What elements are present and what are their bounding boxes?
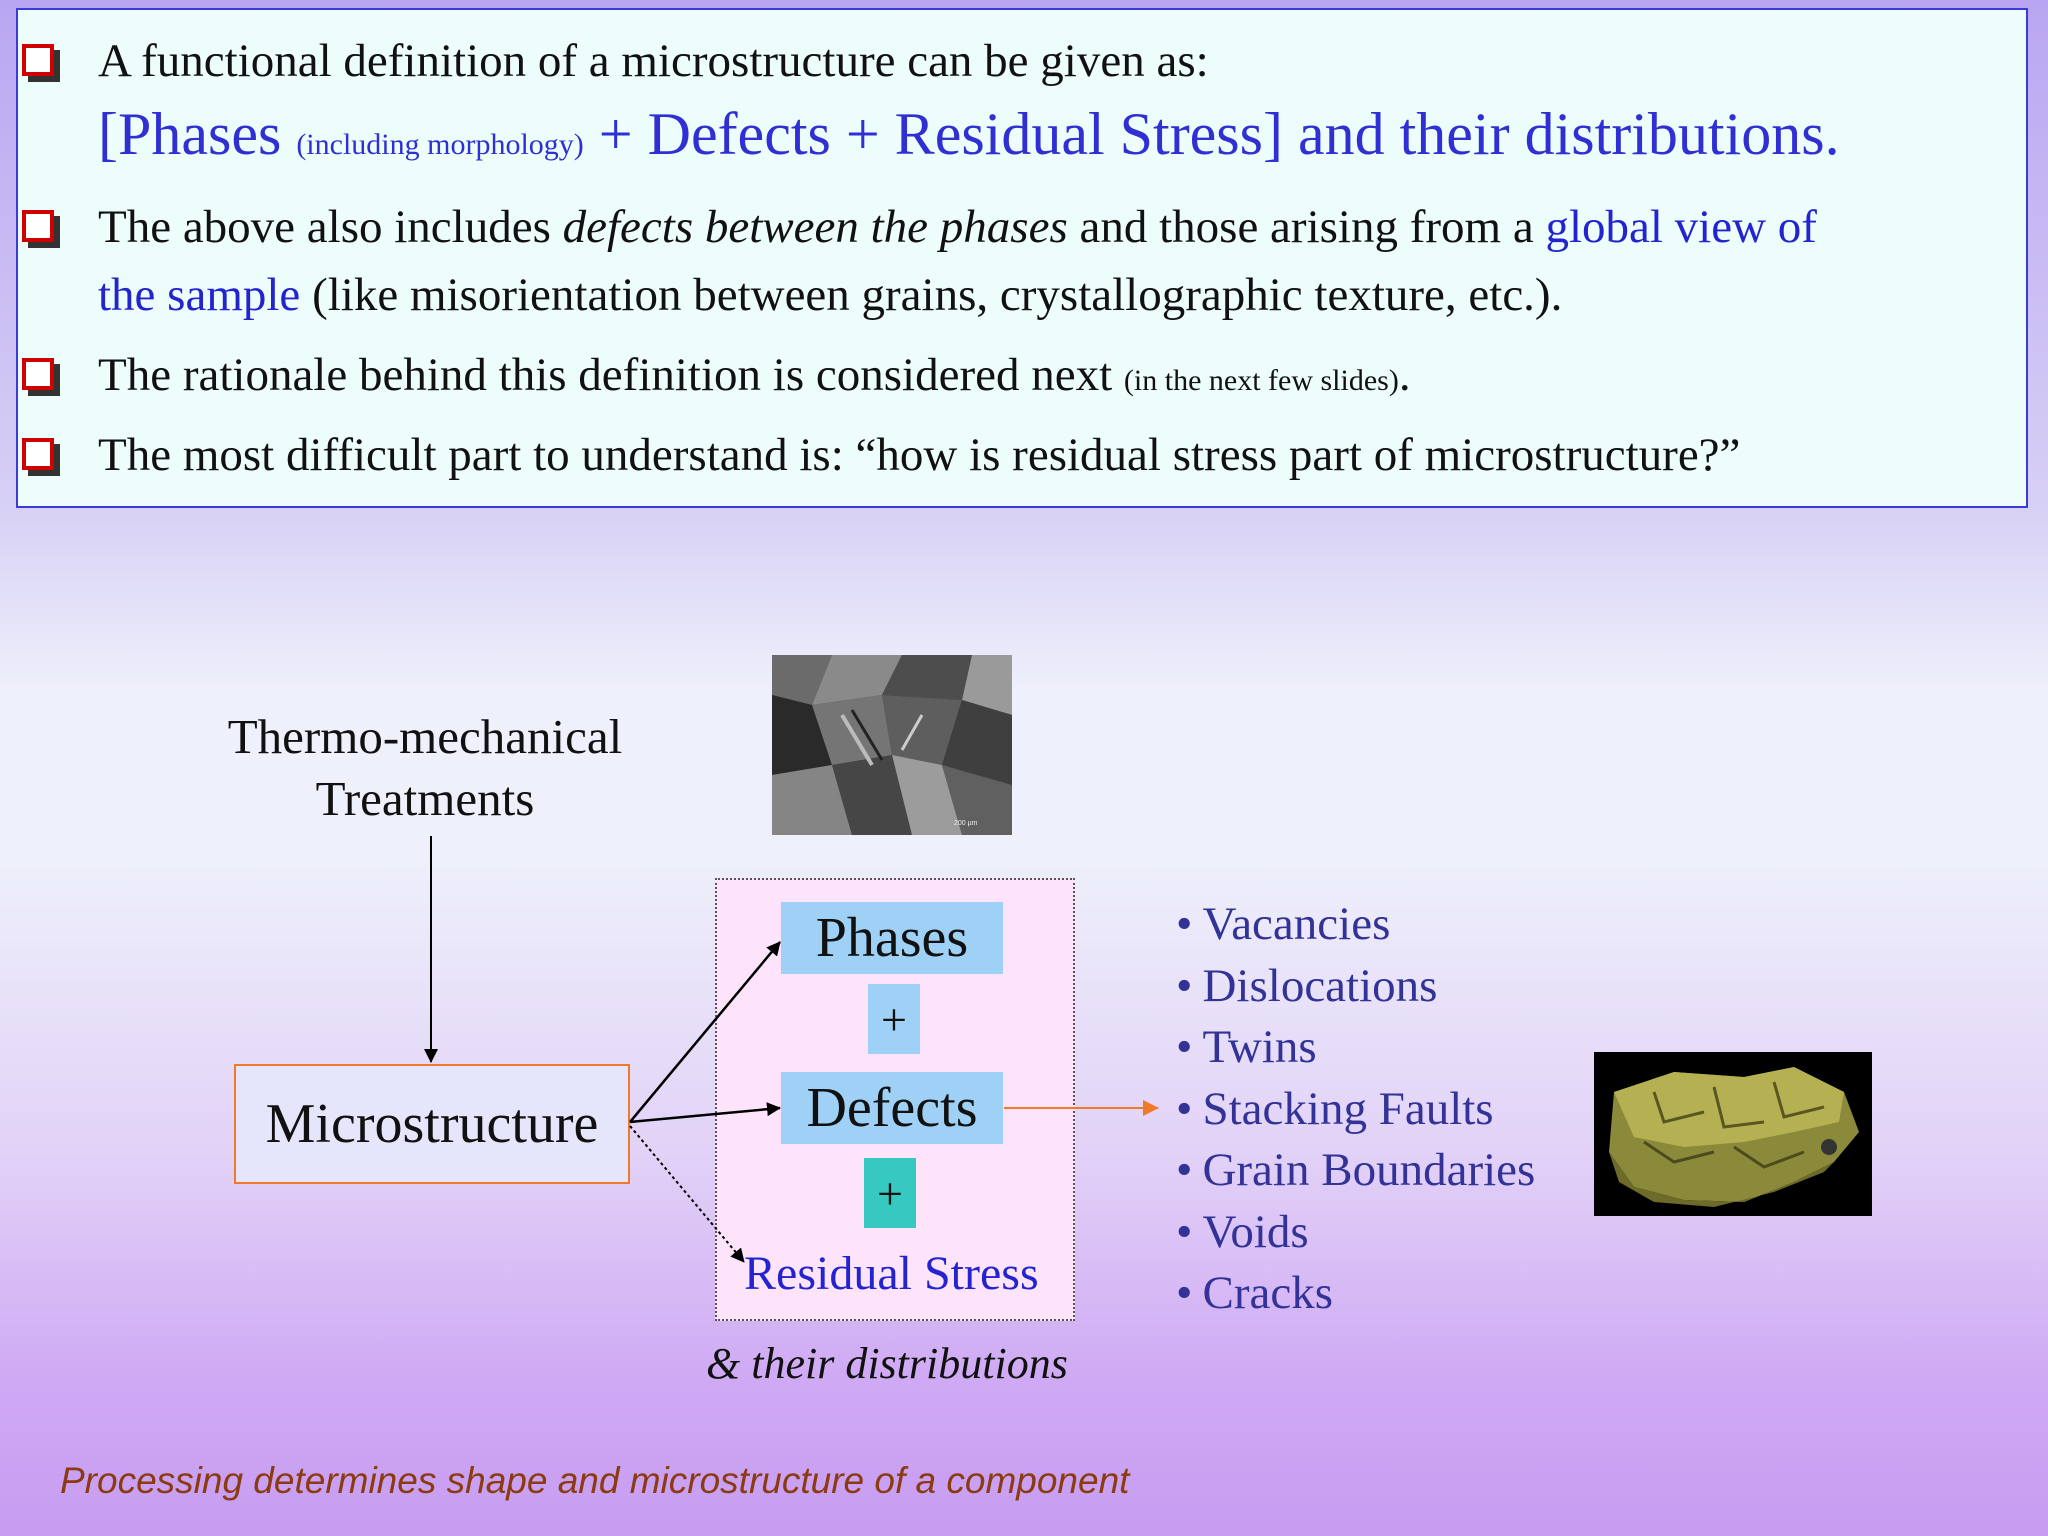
grain-micrograph-image: 200 µm [772, 655, 1012, 835]
bullet4-text: The most difficult part to understand is… [98, 429, 1741, 481]
arrow-to-residual-stress [629, 1125, 745, 1263]
bullet2-line1: The above also includes defects between … [98, 201, 1817, 253]
thermo-mechanical-label: Thermo-mechanical Treatments [227, 709, 623, 826]
bullet-checkbox-icon [22, 358, 54, 390]
list-item: •Twins [1176, 1021, 1317, 1073]
bullet1-text: A functional definition of a microstruct… [98, 35, 1209, 87]
bullet-checkbox-icon [22, 438, 54, 470]
bullet-checkbox-icon [22, 210, 54, 242]
plus-sign: + [864, 1158, 916, 1228]
defect-types-list: •Vacancies •Dislocations •Twins •Stackin… [1176, 894, 1535, 1325]
phases-box: Phases [781, 902, 1003, 974]
definition-box [16, 8, 2028, 508]
sample-3d-render-image [1594, 1052, 1872, 1216]
plus-sign: + [868, 984, 920, 1054]
list-item: •Stacking Faults [1176, 1082, 1494, 1135]
residual-stress-label: Residual Stress [744, 1247, 1039, 1300]
bullet-checkbox-icon [22, 44, 54, 76]
list-item: •Dislocations [1176, 959, 1438, 1012]
list-item: •Voids [1176, 1205, 1309, 1258]
footer-caption: Processing determines shape and microstr… [60, 1460, 1130, 1501]
list-item: •Cracks [1176, 1267, 1333, 1319]
bullet2-line2: the sample (like misorientation between … [98, 269, 1563, 321]
arrow-to-defects [629, 1102, 781, 1124]
defects-box: Defects [781, 1072, 1003, 1144]
definition-formula: [Phases (including morphology) + Defects… [98, 101, 1840, 167]
arrow-to-phases [629, 941, 781, 1123]
list-item: •Grain Boundaries [1176, 1144, 1536, 1196]
list-item: •Vacancies [1176, 898, 1391, 950]
bullet3-text: The rationale behind this definition is … [98, 349, 1411, 401]
distributions-label: & their distributions [706, 1339, 1068, 1388]
scale-bar-label: 200 µm [954, 820, 978, 827]
microstructure-box: Microstructure [234, 1064, 630, 1184]
